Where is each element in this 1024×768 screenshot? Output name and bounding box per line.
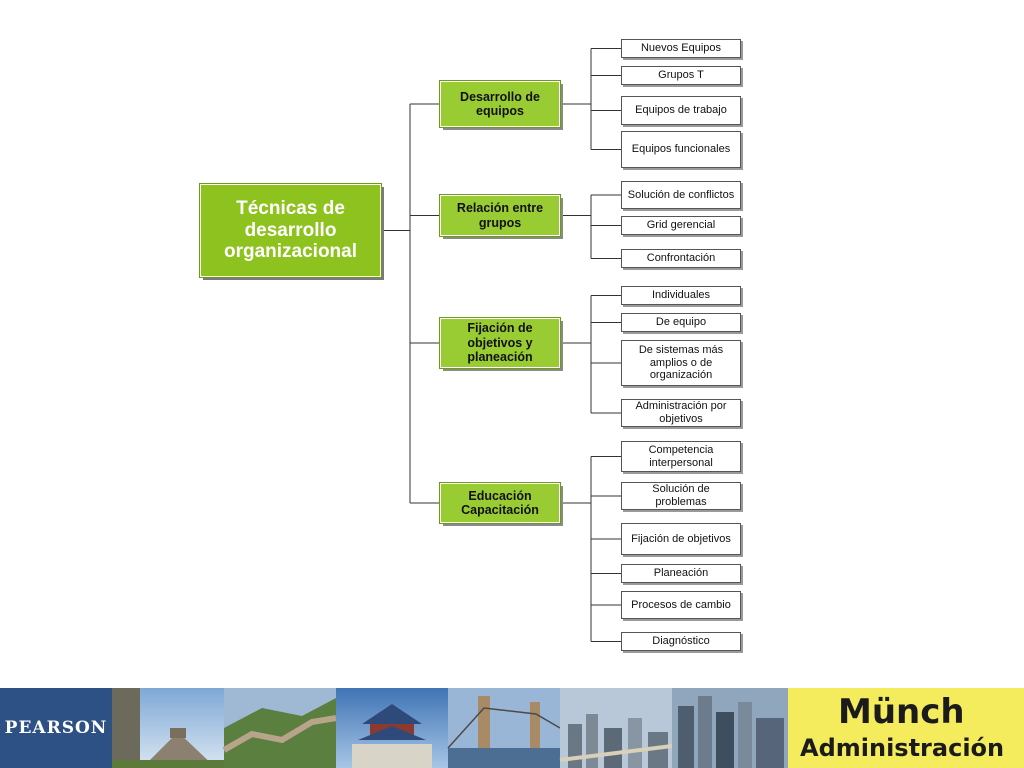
author-name: Münch <box>838 691 965 732</box>
leaf-label: Confrontación <box>646 252 716 265</box>
leaf-label: Planeación <box>653 567 709 580</box>
leaf-node: Equipos de trabajo <box>621 96 741 125</box>
leaf-node: Diagnóstico <box>621 632 741 651</box>
category-label: Fijación de objetivos y planeación <box>467 321 533 365</box>
leaf-node: Competencia interpersonal <box>621 441 741 472</box>
category-node-education-training: Educación Capacitación <box>439 482 561 524</box>
category-label: Educación Capacitación <box>461 488 539 517</box>
category-node-goal-setting: Fijación de objetivos y planeación <box>439 317 561 369</box>
root-node: Técnicas de desarrollo organizacional <box>199 183 382 278</box>
leaf-label: Solución de conflictos <box>627 188 735 201</box>
leaf-node: Planeación <box>621 564 741 583</box>
leaf-node: Equipos funcionales <box>621 131 741 168</box>
book-title-block: Münch Administración <box>788 688 1024 768</box>
leaf-node: Nuevos Equipos <box>621 39 741 58</box>
leaf-node: Fijación de objetivos <box>621 523 741 555</box>
root-node-label: Técnicas de desarrollo organizacional <box>223 197 358 263</box>
leaf-label: Competencia interpersonal <box>648 443 714 469</box>
landmarks-photo-strip <box>112 688 788 768</box>
leaf-label: Grupos T <box>658 69 704 82</box>
category-node-intergroup-relations: Relación entre grupos <box>439 194 561 237</box>
leaf-label: Nuevos Equipos <box>640 42 722 55</box>
book-title: Administración <box>800 733 1005 762</box>
leaf-node: Solución de problemas <box>621 482 741 510</box>
leaf-label: Grid gerencial <box>646 219 716 232</box>
leaf-node: Individuales <box>621 286 741 305</box>
publisher-name: PEARSON <box>4 718 108 738</box>
category-label: Desarrollo de equipos <box>460 89 540 118</box>
category-label: Relación entre grupos <box>456 201 544 230</box>
leaf-label: Procesos de cambio <box>631 598 731 611</box>
leaf-label: De sistemas más amplios o de organizació… <box>638 344 724 382</box>
leaf-label: Fijación de objetivos <box>631 532 731 545</box>
leaf-node: Administración por objetivos <box>621 399 741 427</box>
leaf-label: Administración por objetivos <box>635 400 727 425</box>
leaf-node: De equipo <box>621 313 741 332</box>
org-development-diagram: Técnicas de desarrollo organizacional De… <box>199 39 741 651</box>
leaf-label: Diagnóstico <box>652 635 710 648</box>
leaf-label: Individuales <box>651 289 711 302</box>
leaf-node: Grupos T <box>621 66 741 85</box>
leaf-node: Grid gerencial <box>621 216 741 235</box>
connector-lines <box>381 48 621 642</box>
leaf-node: Solución de conflictos <box>621 181 741 209</box>
leaf-node: Confrontación <box>621 249 741 268</box>
leaf-label: Equipos funcionales <box>631 143 731 156</box>
leaf-node: De sistemas más amplios o de organizació… <box>621 340 741 386</box>
leaf-label: Equipos de trabajo <box>635 104 727 117</box>
category-node-team-development: Desarrollo de equipos <box>439 80 561 128</box>
footer-banner: PEARSON <box>0 688 1024 768</box>
leaf-node: Procesos de cambio <box>621 591 741 619</box>
publisher-logo: PEARSON <box>0 688 112 768</box>
leaf-label: Solución de problemas <box>652 483 710 508</box>
leaf-label: De equipo <box>655 316 707 329</box>
